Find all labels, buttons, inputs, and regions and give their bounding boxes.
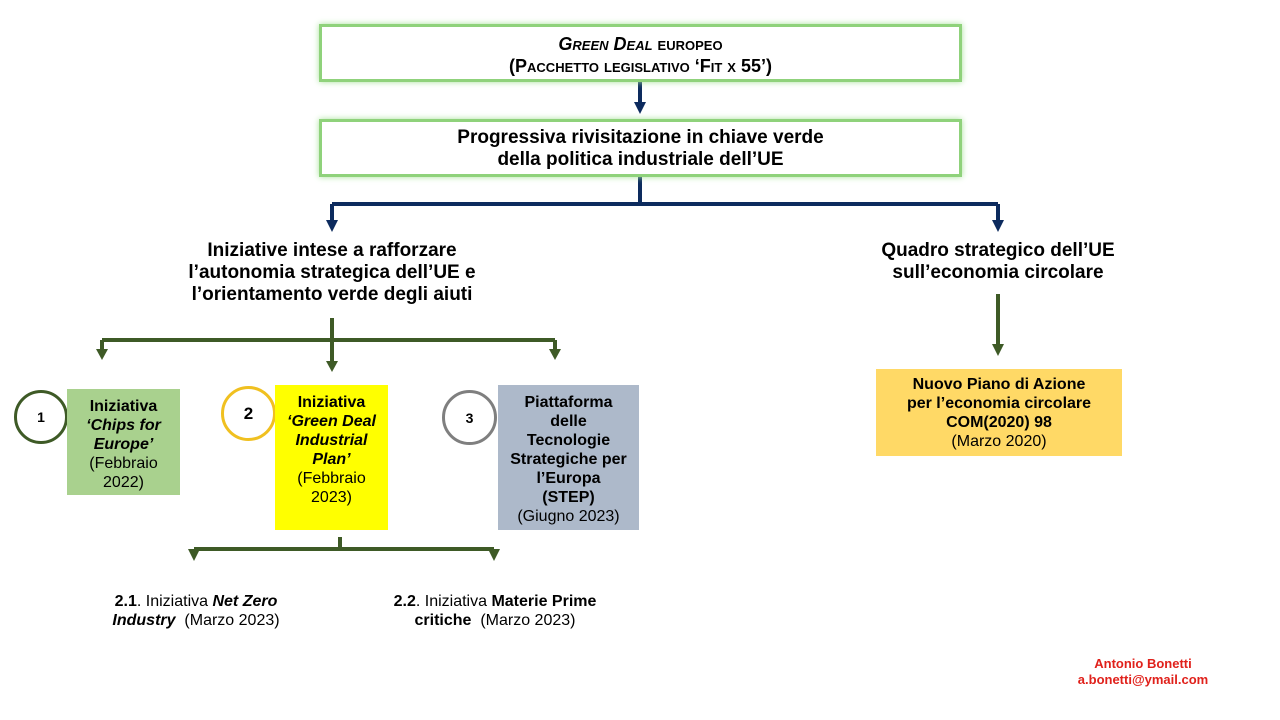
circular-economy-line3: COM(2020) 98 <box>946 414 1052 431</box>
number-badge-2: 2 <box>221 386 276 441</box>
sub-net-zero-label: . Iniziativa <box>136 593 213 610</box>
circular-economy-line1: Nuovo Piano di Azione <box>912 376 1086 393</box>
sub-initiative-net-zero: 2.1. Iniziativa Net Zero Industry (Marzo… <box>86 592 306 630</box>
left-branch-heading: Iniziative intese a rafforzare l’autonom… <box>132 240 532 306</box>
sub-raw-materials-label: . Iniziativa <box>415 593 492 610</box>
left-heading-line2: l’autonomia strategica dell’UE e <box>188 262 476 283</box>
green-deal-rest: europeo <box>652 34 723 54</box>
initiative-step-title: Piattaforma delle Tecnologie Strategiche… <box>510 394 627 506</box>
sub-net-zero-number: 2.1 <box>114 593 137 610</box>
fit-for-55-subtitle: (Pacchetto legislativo ‘Fit x 55’) <box>509 56 772 76</box>
green-deal-italic: Green Deal <box>558 34 653 54</box>
author-email: a.bonetti@ymail.com <box>1077 672 1209 687</box>
green-connectors <box>100 294 1000 551</box>
circular-economy-box: Nuovo Piano di Azione per l’economia cir… <box>876 369 1122 456</box>
industrial-policy-line1: Progressiva rivisitazione in chiave verd… <box>457 127 824 148</box>
green-deal-box: Green Deal europeo (Pacchetto legislativ… <box>319 24 962 82</box>
author-signature: Antonio Bonetti a.bonetti@ymail.com <box>1052 656 1234 688</box>
sub-net-zero-line1: 2.1. Iniziativa Net Zero <box>86 592 306 611</box>
initiative-step-box: Piattaforma delle Tecnologie Strategiche… <box>498 385 639 530</box>
sub-raw-materials-date: (Marzo 2023) <box>480 612 576 629</box>
industrial-policy-line2: della politica industriale dell’UE <box>497 149 784 170</box>
initiative-chips-name: ‘Chips for Europe’ <box>86 417 161 453</box>
sub-net-zero-line2: Industry (Marzo 2023) <box>86 611 306 630</box>
number-badge-1-text: 1 <box>37 409 45 425</box>
number-badge-1: 1 <box>14 390 68 444</box>
sub-initiative-raw-materials: 2.2. Iniziativa Materie Prime critiche (… <box>366 592 624 630</box>
sub-net-zero-date: (Marzo 2023) <box>184 612 280 629</box>
sub-raw-materials-line1: 2.2. Iniziativa Materie Prime <box>366 592 624 611</box>
navy-arrowheads <box>326 102 1004 232</box>
circular-economy-date: (Marzo 2020) <box>951 433 1047 450</box>
right-heading-line1: Quadro strategico dell’UE <box>881 240 1115 261</box>
number-badge-2-text: 2 <box>243 403 254 423</box>
sub-raw-materials-number: 2.2 <box>393 593 416 610</box>
right-branch-heading: Quadro strategico dell’UE sull’economia … <box>848 240 1148 284</box>
initiative-green-deal-name: ‘Green Deal Industrial Plan’ <box>287 413 376 468</box>
initiative-step-date: (Giugno 2023) <box>517 508 620 525</box>
sub-net-zero-name-b: Industry <box>112 612 176 629</box>
left-heading-line1: Iniziative intese a rafforzare <box>207 240 457 261</box>
initiative-chips-box: Iniziativa ‘Chips for Europe’ (Febbraio … <box>67 389 180 495</box>
sub-raw-materials-name-a: Materie Prime <box>491 593 597 610</box>
number-badge-3-text: 3 <box>465 409 474 426</box>
right-heading-line2: sull’economia circolare <box>892 262 1104 283</box>
sub-raw-materials-line2: critiche (Marzo 2023) <box>366 611 624 630</box>
left-heading-line3: l’orientamento verde degli aiuti <box>191 284 473 305</box>
industrial-policy-box: Progressiva rivisitazione in chiave verd… <box>319 119 962 177</box>
initiative-chips-date: (Febbraio 2022) <box>89 455 158 491</box>
sub-raw-materials-name-b: critiche <box>414 612 472 629</box>
green-arrowheads <box>96 344 1004 561</box>
initiative-green-deal-date: (Febbraio 2023) <box>297 470 366 506</box>
author-name: Antonio Bonetti <box>1094 656 1192 671</box>
number-badge-3: 3 <box>442 390 497 445</box>
sub-net-zero-name-a: Net Zero <box>212 593 278 610</box>
initiative-green-deal-box: Iniziativa ‘Green Deal Industrial Plan’ … <box>275 385 388 530</box>
green-deal-title: Green Deal europeo <box>322 33 959 55</box>
initiative-green-deal-title: Iniziativa <box>297 394 366 411</box>
circular-economy-line2: per l’economia circolare <box>906 395 1092 412</box>
initiative-chips-title: Iniziativa <box>89 398 158 415</box>
